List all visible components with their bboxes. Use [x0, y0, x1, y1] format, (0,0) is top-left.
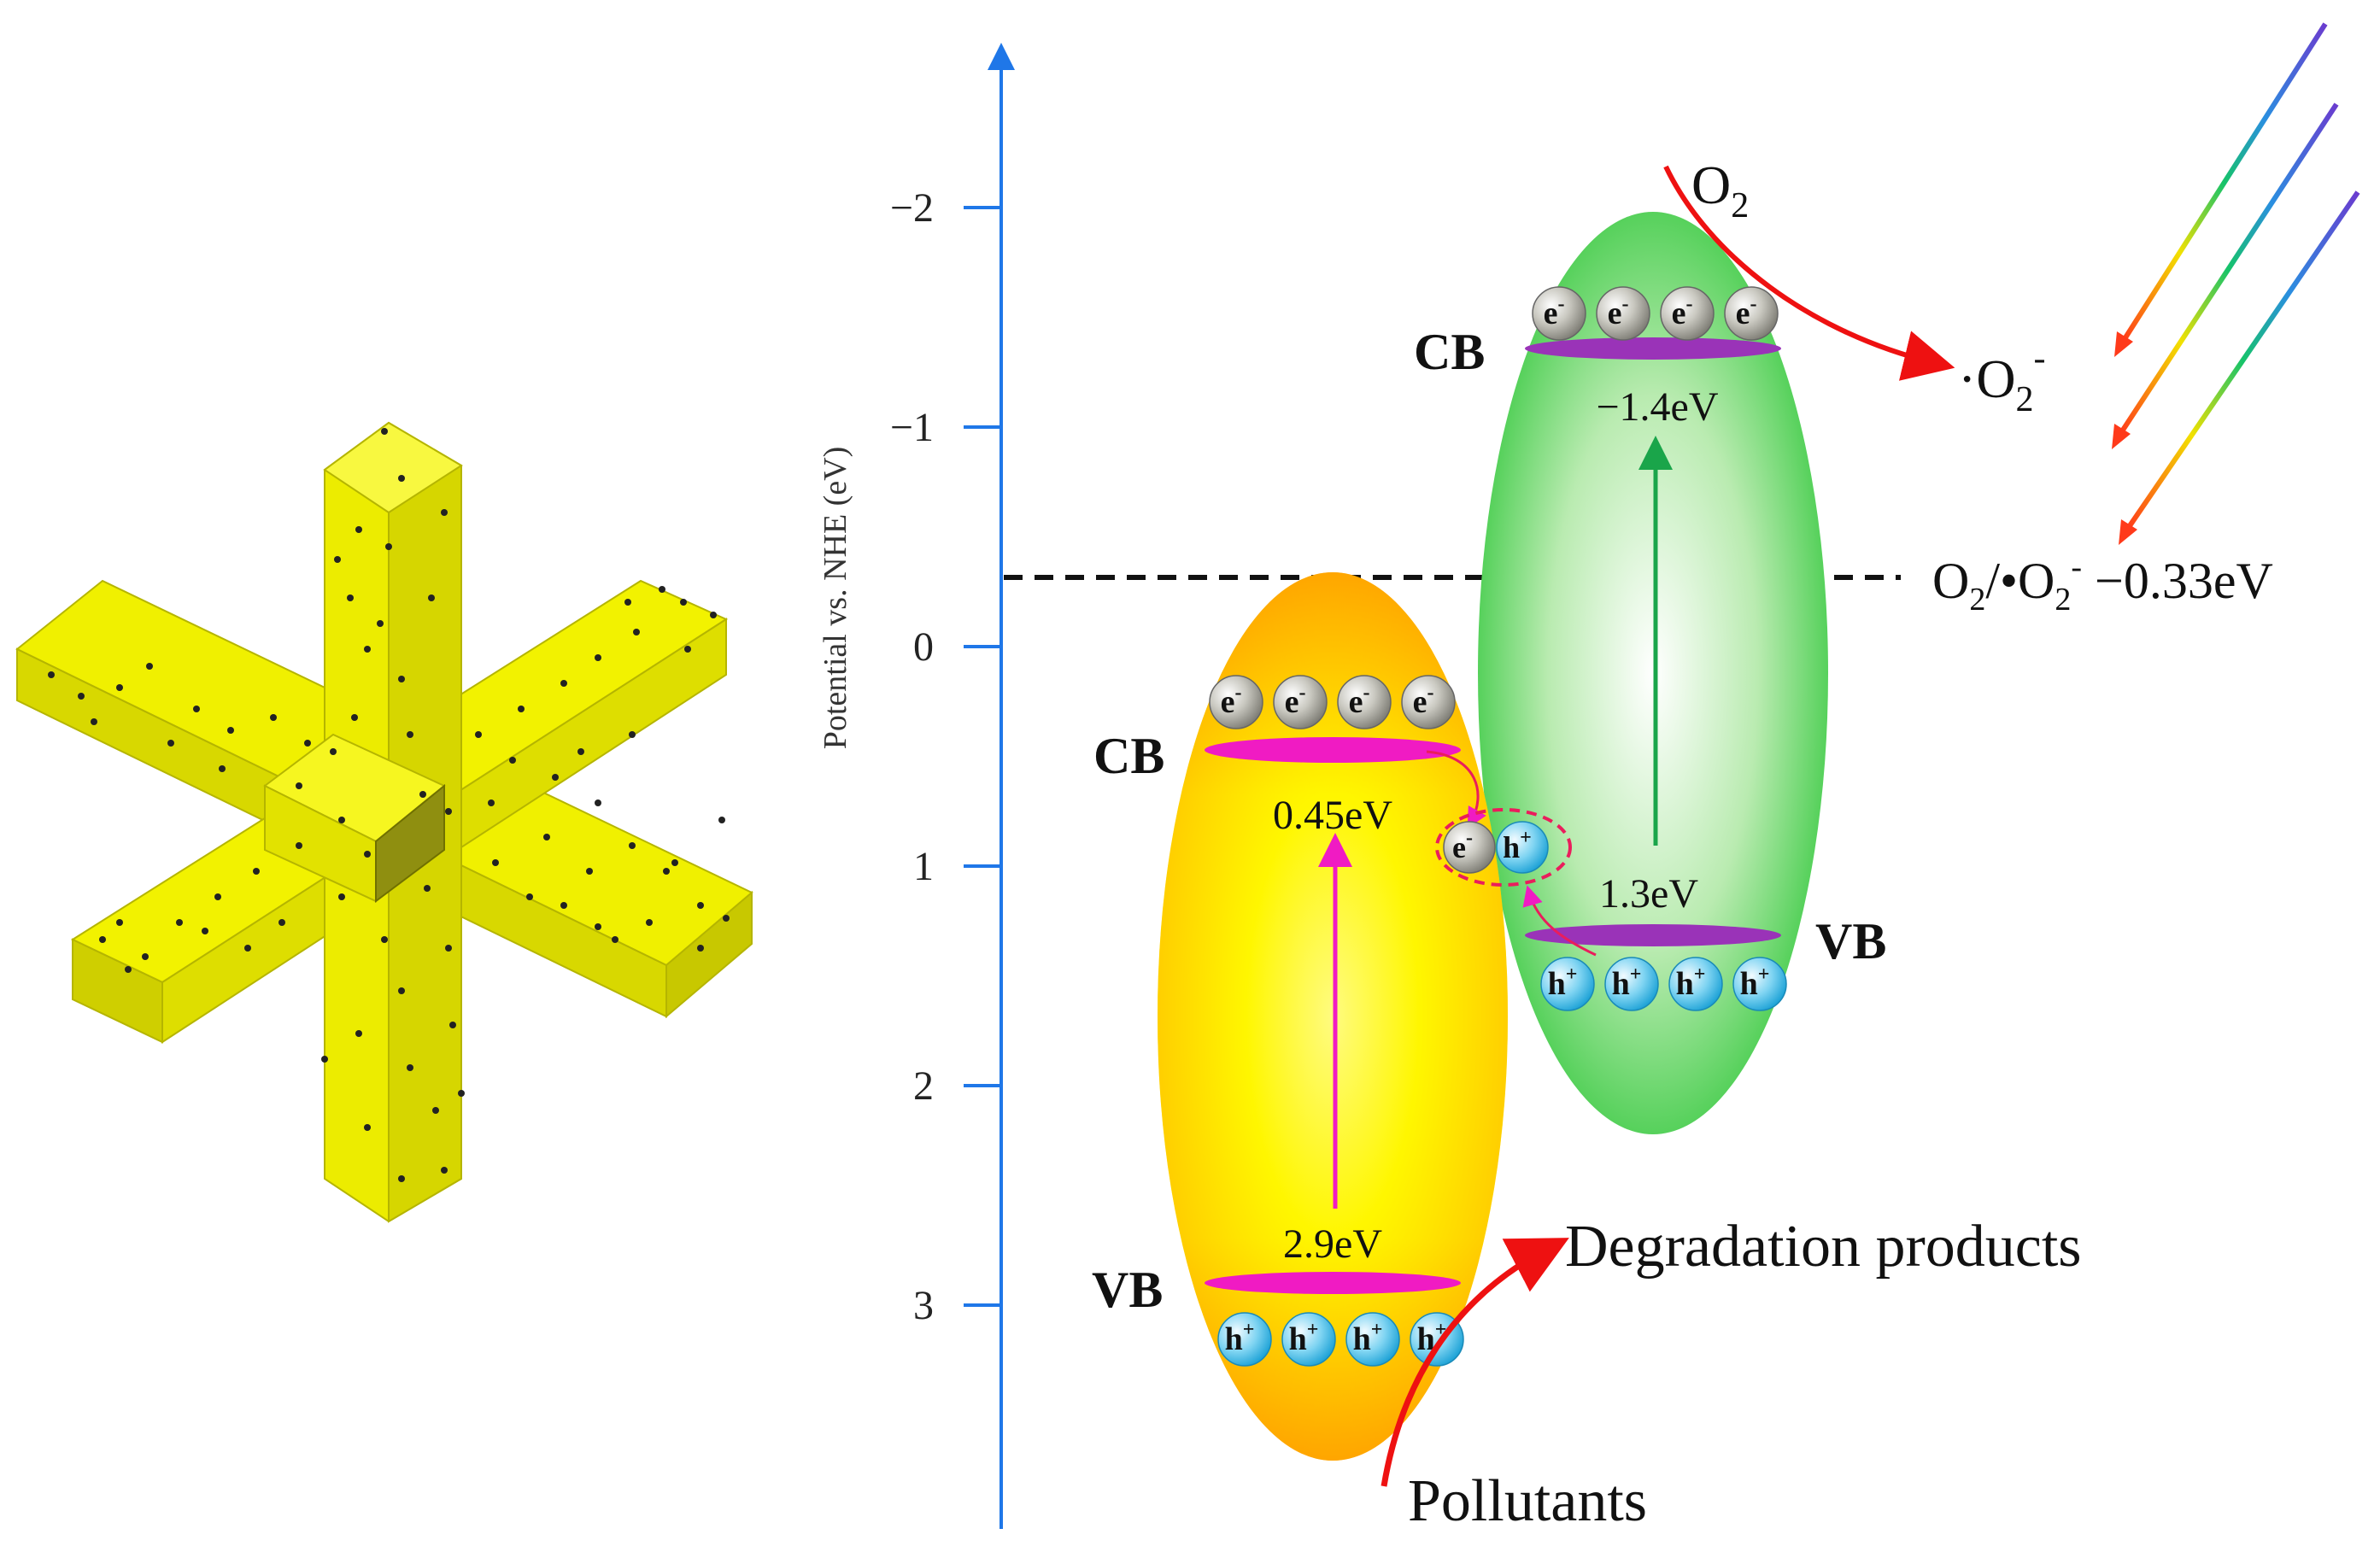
vb-band-right: [1525, 924, 1781, 946]
crystal-dots: [48, 428, 730, 1182]
potential-axis: −2 −1 0 1 2 3 Potential vs. NHE (eV): [818, 43, 1015, 1529]
svg-text:h+: h+: [1740, 963, 1770, 1002]
recombination-hole: h+: [1496, 821, 1549, 874]
svg-text:h+: h+: [1353, 1319, 1383, 1357]
vb-band-left: [1205, 1272, 1461, 1294]
hole: h+: [1217, 1312, 1272, 1367]
vb-label-right: VB: [1815, 913, 1886, 969]
semiconductor-right: CB −1.4eV VB 1.3eV e-e-e-e- h+h+h+h+: [1414, 212, 1886, 1134]
hole: h+: [1732, 957, 1787, 1011]
vb-value-left: 2.9eV: [1283, 1221, 1382, 1267]
cb-label-right: CB: [1414, 324, 1485, 380]
svg-text:h+: h+: [1548, 963, 1578, 1002]
recombination-site: e- h+: [1426, 750, 1597, 957]
svg-text:e-: e-: [1608, 293, 1629, 331]
axis-label: Potential vs. NHE (eV): [818, 447, 853, 750]
pollutant-degradation: Degradation products Pollutants: [1381, 1214, 2082, 1534]
electron: e-: [1724, 286, 1779, 341]
cb-label-left: CB: [1093, 728, 1164, 784]
axis-tick: 0: [913, 624, 1001, 670]
hole: h+: [1540, 957, 1595, 1011]
axis-tick-label: 2: [913, 1063, 934, 1109]
svg-text:e-: e-: [1413, 682, 1434, 720]
svg-text:e-: e-: [1452, 827, 1473, 864]
hole: h+: [1281, 1312, 1336, 1367]
degradation-label: Degradation products: [1565, 1214, 2082, 1280]
hole: h+: [1345, 1312, 1400, 1367]
svg-text:h+: h+: [1289, 1319, 1319, 1357]
svg-text:e-: e-: [1544, 293, 1565, 331]
light-ray: [2114, 22, 2328, 357]
vb-label-left: VB: [1092, 1262, 1163, 1318]
crystal-illustration: [15, 421, 753, 1223]
light-ray: [2119, 190, 2360, 545]
light-rays: [2112, 22, 2360, 545]
semiconductor-left: CB 0.45eV VB 2.9eV e-e-e-e- h+h+h+h+: [1092, 572, 1508, 1461]
superoxide-label: ·O2-: [1958, 339, 2046, 419]
electron: e-: [1401, 675, 1456, 729]
cb-value-left: 0.45eV: [1273, 793, 1392, 838]
electron: e-: [1660, 286, 1715, 341]
electron: e-: [1273, 675, 1328, 729]
electron: e-: [1209, 675, 1263, 729]
axis-tick-label: 0: [913, 624, 934, 670]
hole: h+: [1668, 957, 1723, 1011]
svg-text:h+: h+: [1612, 963, 1642, 1002]
cb-band-right: [1525, 337, 1781, 360]
cb-band-left: [1205, 737, 1461, 763]
svg-text:e-: e-: [1285, 682, 1306, 720]
hole: h+: [1604, 957, 1659, 1011]
oxygen-reduction: O2 ·O2-: [1663, 155, 2046, 419]
axis-tick-label: 3: [913, 1283, 934, 1328]
axis-tick-label: −1: [890, 405, 934, 450]
recombination-ring: [1435, 808, 1572, 887]
recombination-electron: e-: [1443, 821, 1496, 874]
axis-tick: −2: [890, 185, 1001, 231]
svg-text:h+: h+: [1503, 827, 1532, 864]
axis-tick-label: −2: [890, 185, 934, 231]
axis-tick-label: 1: [913, 844, 934, 889]
svg-text:h+: h+: [1676, 963, 1706, 1002]
cb-value-right: −1.4eV: [1596, 384, 1718, 430]
electron: e-: [1532, 286, 1586, 341]
axis-tick: −1: [890, 405, 1001, 450]
axis-tick: 2: [913, 1063, 1001, 1109]
electron: e-: [1596, 286, 1650, 341]
light-ray: [2112, 102, 2339, 449]
svg-text:e-: e-: [1349, 682, 1370, 720]
vb-value-right: 1.3eV: [1599, 871, 1698, 917]
svg-text:e-: e-: [1736, 293, 1757, 331]
pollutants-label: Pollutants: [1408, 1468, 1647, 1534]
axis-tick: 3: [913, 1283, 1001, 1328]
electron: e-: [1337, 675, 1392, 729]
reference-label: O2/•O2- −0.33eV: [1932, 549, 2273, 618]
o2-reduction-arrow: [1663, 165, 1955, 381]
svg-text:h+: h+: [1225, 1319, 1255, 1357]
svg-text:e-: e-: [1221, 682, 1242, 720]
degradation-arrow: [1381, 1238, 1569, 1487]
axis-tick: 1: [913, 844, 1001, 889]
svg-text:e-: e-: [1672, 293, 1693, 331]
o2-label: O2: [1691, 155, 1749, 225]
